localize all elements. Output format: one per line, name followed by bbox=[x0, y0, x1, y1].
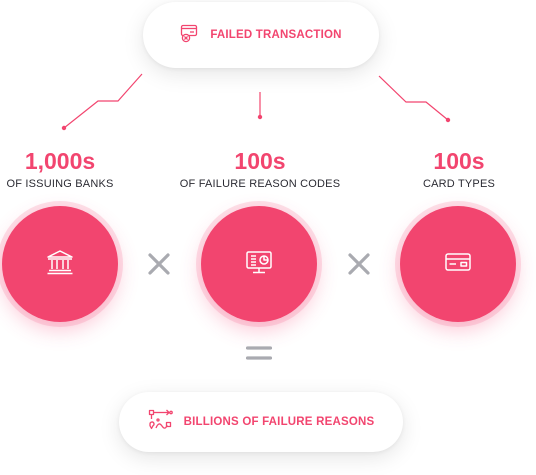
factor-value: 100s bbox=[433, 148, 485, 174]
factor-value: 1,000s bbox=[24, 148, 96, 174]
multiply-operator-2 bbox=[347, 252, 371, 281]
factor-issuing-banks-heading: 1,000s OF ISSUING BANKS bbox=[0, 148, 150, 190]
route-icon bbox=[148, 409, 174, 436]
connector-right bbox=[378, 75, 449, 121]
factor-label: CARD TYPES bbox=[422, 178, 496, 190]
factor-label: OF ISSUING BANKS bbox=[6, 178, 114, 190]
reason-codes-circle bbox=[201, 206, 317, 322]
factor-card-types-heading: 100s CARD TYPES bbox=[369, 148, 536, 190]
credit-card-icon bbox=[443, 247, 473, 282]
billions-failure-reasons-label: BILLIONS OF FAILURE REASONS bbox=[183, 416, 375, 428]
bank-icon bbox=[45, 247, 75, 282]
connector-left-dot bbox=[61, 125, 67, 131]
failed-transaction-pill: FAILED TRANSACTION bbox=[143, 2, 379, 68]
issuing-banks-circle bbox=[2, 206, 118, 322]
equals-operator bbox=[245, 345, 273, 366]
monitor-icon bbox=[244, 247, 274, 282]
multiply-operator-1 bbox=[147, 252, 171, 281]
connector-center-dot bbox=[257, 114, 263, 120]
factor-reason-codes-heading: 100s OF FAILURE REASON CODES bbox=[170, 148, 350, 190]
card-types-circle bbox=[400, 206, 516, 322]
connector-right-dot bbox=[445, 117, 451, 123]
connector-left bbox=[63, 73, 143, 129]
failed-transaction-label: FAILED TRANSACTION bbox=[210, 29, 342, 41]
factor-value: 100s bbox=[234, 148, 286, 174]
failed-card-icon bbox=[180, 23, 200, 48]
billions-failure-reasons-pill: BILLIONS OF FAILURE REASONS bbox=[119, 392, 403, 452]
factor-label: OF FAILURE REASON CODES bbox=[179, 178, 341, 190]
